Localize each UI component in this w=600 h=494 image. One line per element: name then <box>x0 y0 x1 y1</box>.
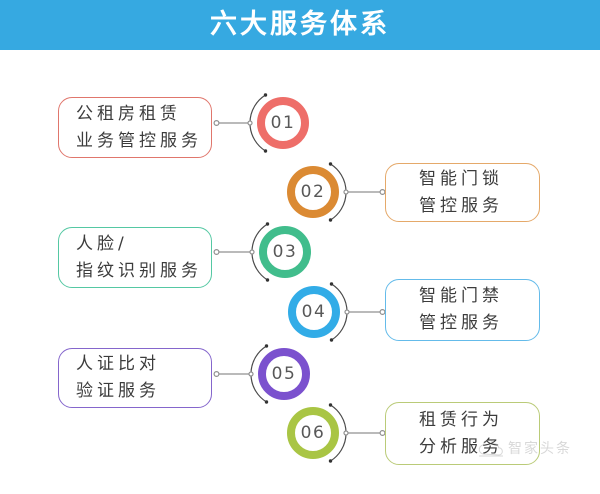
cloud-icon <box>478 439 503 457</box>
step-circle-5: 05 <box>258 348 310 400</box>
step-number-6: 06 <box>300 423 326 443</box>
service-box-3-line1: 人脸/ <box>76 233 128 254</box>
step-circle-2: 02 <box>287 166 339 218</box>
step-number-5: 05 <box>271 364 297 384</box>
step-number-1: 01 <box>270 113 296 133</box>
service-box-1-line1: 公租房租赁 <box>76 103 181 124</box>
page-title: 六大服务体系 <box>210 9 390 40</box>
service-box-4: 智能门禁 管控服务 <box>385 279 540 341</box>
step-number-4: 04 <box>301 302 327 322</box>
service-box-4-line2: 管控服务 <box>419 313 503 333</box>
step-circle-3: 03 <box>259 226 311 278</box>
step-number-3: 03 <box>272 242 298 262</box>
service-box-5: 人证比对 验证服务 <box>58 348 212 408</box>
service-box-5-line1: 人证比对 <box>76 354 160 374</box>
title-banner: 六大服务体系 <box>0 0 600 50</box>
watermark-text: 智家头条 <box>508 441 572 457</box>
service-box-6-line1: 租赁行为 <box>419 409 503 430</box>
service-box-6-line2: 分析服务 <box>419 436 503 457</box>
service-box-2-line2: 管控服务 <box>419 195 503 216</box>
service-box-6: 租赁行为 分析服务 <box>385 402 540 465</box>
step-circle-4: 04 <box>288 286 340 338</box>
service-box-1-line2: 业务管控服务 <box>76 130 202 151</box>
step-circle-6: 06 <box>287 407 339 459</box>
service-box-3-line2: 指纹识别服务 <box>76 260 202 281</box>
service-box-1: 公租房租赁 业务管控服务 <box>58 97 212 158</box>
step-circle-1: 01 <box>257 97 309 149</box>
service-box-2-line1: 智能门锁 <box>419 168 503 189</box>
service-box-2: 智能门锁 管控服务 <box>385 163 540 222</box>
service-box-4-line1: 智能门禁 <box>419 286 503 306</box>
service-box-5-line2: 验证服务 <box>76 381 160 401</box>
step-number-2: 02 <box>300 182 326 202</box>
service-box-3: 人脸/ 指纹识别服务 <box>58 227 212 288</box>
watermark: 智家头条 <box>478 438 572 458</box>
